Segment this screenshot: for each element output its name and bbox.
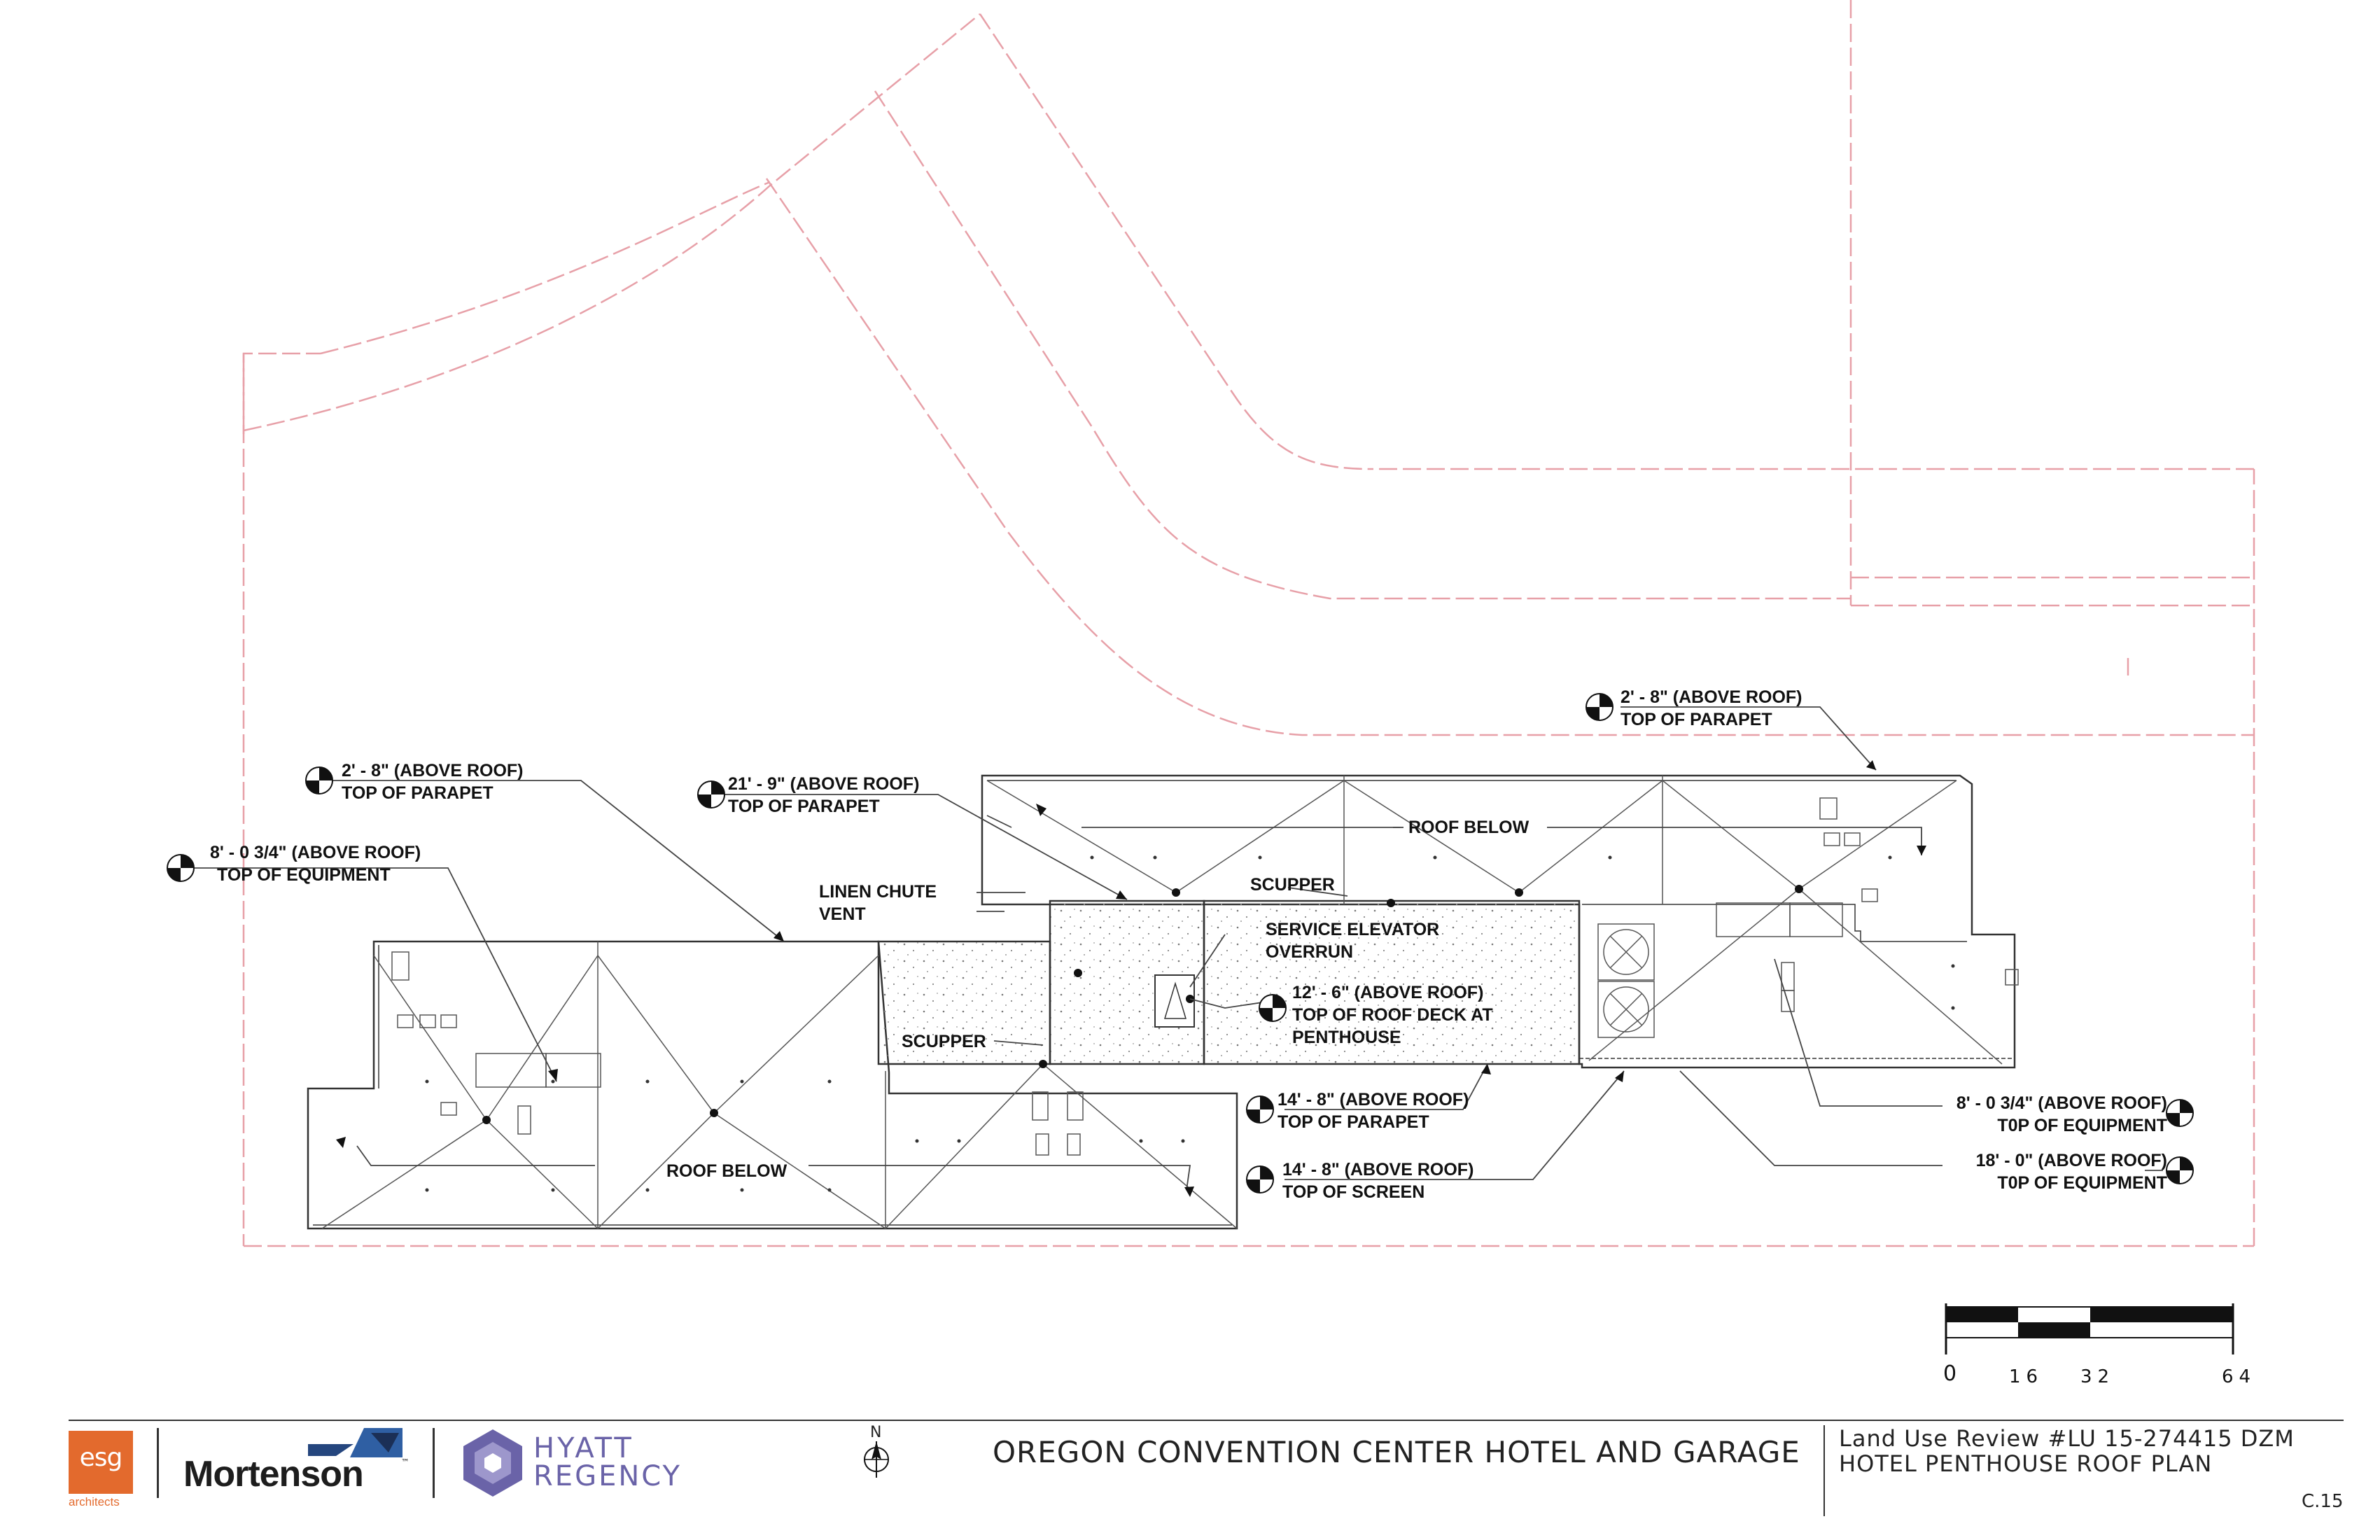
label-equipment-right-1: 8' - 0 3/4" (ABOVE ROOF) T0P OF EQUIPMEN… (1946, 1092, 2167, 1137)
label-equipment-right-2: 18' - 0" (ABOVE ROOF) T0P OF EQUIPMENT (1946, 1149, 2167, 1194)
elevation-marker (2166, 1099, 2194, 1127)
leader-lines (195, 706, 2163, 1191)
label-top-parapet-right: 2' - 8" (ABOVE ROOF) TOP OF PARAPET (1620, 686, 1802, 731)
elevation-marker (2166, 1156, 2194, 1184)
property-line-road-2 (874, 90, 1851, 600)
esg-logo: esg (69, 1431, 133, 1494)
roof-drain (1172, 888, 1180, 897)
sheet-number: C.15 (2302, 1491, 2344, 1512)
divider (1823, 1425, 1825, 1516)
sheet-title: HOTEL PENTHOUSE ROOF PLAN (1839, 1450, 2213, 1477)
scale-label: 64 (2222, 1366, 2257, 1387)
label-line: PENTHOUSE (1292, 1028, 1401, 1047)
roof-slope-lines (321, 776, 2003, 1229)
hyatt-logo-mark (463, 1429, 522, 1497)
label-service-elevator-overrun: SERVICE ELEVATOR OVERRUN (1266, 918, 1439, 963)
scale-label: 16 (2009, 1366, 2044, 1387)
label-line: LINEN CHUTE (819, 882, 937, 902)
review-number: Land Use Review #LU 15-274415 DZM (1839, 1425, 2295, 1452)
hvac-unit-west (475, 1053, 547, 1088)
mortenson-logo-word: Mortenson (183, 1454, 364, 1494)
condenser-fan-1 (1597, 923, 1655, 981)
label-line: 21' - 9" (ABOVE ROOF) (728, 774, 920, 794)
label-linen-chute-vent: LINEN CHUTE VENT (819, 881, 937, 925)
elevation-marker (1586, 693, 1614, 721)
label-line: VENT (819, 904, 866, 924)
condenser-fan-2 (1597, 981, 1655, 1038)
title-block-rule (69, 1420, 2344, 1421)
elevation-marker (1246, 1166, 1274, 1194)
label-scupper-top: SCUPPER (1250, 875, 1335, 895)
label-line: 14' - 8" (ABOVE ROOF) (1278, 1090, 1469, 1110)
label-line: TOP OF SCREEN (1282, 1182, 1425, 1202)
rooftop-equipment (391, 797, 2019, 1156)
property-lines (242, 0, 2255, 1247)
hvac-unit-east (1716, 902, 1791, 937)
label-roof-deck-penthouse: 12' - 6" (ABOVE ROOF) TOP OF ROOF DECK A… (1292, 981, 1493, 1049)
roof-drain (1387, 899, 1395, 907)
elevation-marker (167, 854, 195, 882)
label-line: SERVICE ELEVATOR (1266, 920, 1440, 939)
label-top-equipment-left: 8' - 0 3/4" (ABOVE ROOF) TOP OF EQUIPMEN… (210, 841, 421, 886)
elevation-markers (167, 693, 2194, 1194)
penthouse-roof-deck (877, 899, 1581, 1065)
hyatt-logo-line2: REGENCY (533, 1460, 682, 1492)
label-line: TOP OF PARAPET (1620, 710, 1772, 729)
property-line-curve-mid (320, 181, 771, 355)
label-top-parapet-left: 2' - 8" (ABOVE ROOF) TOP OF PARAPET (342, 760, 524, 804)
scale-label: 32 (2080, 1366, 2115, 1387)
label-line: TOP OF EQUIPMENT (217, 865, 391, 885)
elevation-marker (1246, 1096, 1274, 1124)
label-scupper-left: SCUPPER (902, 1032, 986, 1051)
property-line-road-3 (765, 178, 2254, 736)
mortenson-trademark: ™ (401, 1457, 410, 1467)
label-roof-below-bottom: ROOF BELOW (666, 1161, 788, 1181)
roof-drain (710, 1109, 718, 1117)
roof-drain (482, 1116, 491, 1124)
label-line: TOP OF PARAPET (1278, 1112, 1429, 1132)
north-label: N (870, 1424, 882, 1441)
scale-label: 0 (1943, 1362, 1957, 1386)
roof-markers (425, 855, 1955, 1192)
label-line: T0P OF EQUIPMENT (1997, 1173, 2167, 1193)
property-line-curve-outer (243, 13, 981, 432)
esg-logo-subtitle: architects (69, 1495, 120, 1508)
label-parapet-14ft: 14' - 8" (ABOVE ROOF) TOP OF PARAPET (1278, 1088, 1469, 1133)
roof-drain (1795, 885, 1803, 893)
roof-drain (1039, 1060, 1047, 1068)
hyatt-logo-line1: HYATT (533, 1432, 634, 1464)
slope-arrows (336, 760, 1926, 1197)
north-arrow-icon (864, 1441, 889, 1478)
divider (157, 1428, 159, 1498)
label-top-parapet-center: 21' - 9" (ABOVE ROOF) TOP OF PARAPET (728, 773, 919, 818)
label-line: 8' - 0 3/4" (ABOVE ROOF) (210, 843, 421, 862)
roof-drain (1515, 888, 1523, 897)
scale-bar (1945, 1303, 2234, 1354)
label-line: 2' - 8" (ABOVE ROOF) (342, 761, 524, 780)
label-line: OVERRUN (1266, 942, 1354, 962)
roof-drain (1074, 969, 1082, 977)
mortenson-logo-mark (308, 1428, 402, 1457)
elevation-marker (305, 766, 333, 794)
divider (433, 1428, 435, 1498)
esg-logo-word: esg (79, 1443, 123, 1472)
project-title: OREGON CONVENTION CENTER HOTEL AND GARAG… (993, 1435, 1800, 1469)
label-screen-14ft: 14' - 8" (ABOVE ROOF) TOP OF SCREEN (1282, 1158, 1474, 1203)
label-line: 2' - 8" (ABOVE ROOF) (1620, 687, 1802, 707)
label-line: TOP OF PARAPET (728, 797, 880, 816)
label-line: T0P OF EQUIPMENT (1997, 1116, 2167, 1135)
elevation-marker (697, 780, 725, 808)
label-line: 12' - 6" (ABOVE ROOF) (1292, 983, 1484, 1002)
property-line-road-1 (979, 13, 1373, 470)
label-line: TOP OF ROOF DECK AT (1292, 1005, 1493, 1025)
roof-drains (482, 885, 1803, 1124)
label-line: 18' - 0" (ABOVE ROOF) (1975, 1151, 2167, 1170)
label-line: 14' - 8" (ABOVE ROOF) (1282, 1160, 1474, 1180)
label-roof-below-top: ROOF BELOW (1408, 818, 1530, 837)
label-line: 8' - 0 3/4" (ABOVE ROOF) (1956, 1093, 2167, 1113)
elevation-marker (1259, 994, 1287, 1022)
label-line: TOP OF PARAPET (342, 783, 493, 803)
